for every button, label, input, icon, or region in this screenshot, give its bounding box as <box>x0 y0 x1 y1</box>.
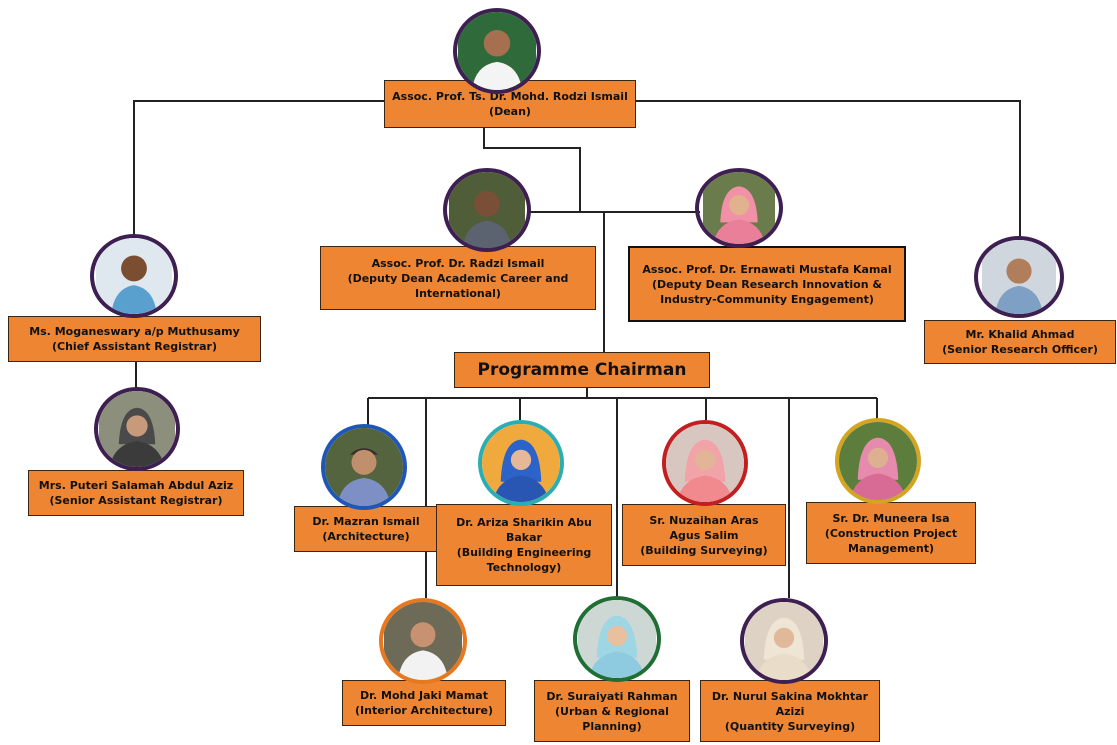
chief-registrar-photo <box>90 234 178 318</box>
chief-registrar-name: Ms. Moganeswary a/p Muthusamy <box>29 325 240 338</box>
chairman-suraiyati-text: Dr. Suraiyati Rahman (Urban & Regional P… <box>546 689 678 733</box>
research-officer-role: (Senior Research Officer) <box>942 343 1098 356</box>
deputy-research-role: (Deputy Dean Research Innovation & Indus… <box>652 277 882 306</box>
research-officer-name: Mr. Khalid Ahmad <box>965 328 1075 341</box>
programme-chairman-box: Programme Chairman <box>454 352 710 388</box>
senior-registrar-name: Mrs. Puteri Salamah Abdul Aziz <box>38 479 234 492</box>
chairman-sakina-box: Dr. Nurul Sakina Mokhtar Azizi (Quantity… <box>700 680 880 742</box>
muneera-photo <box>835 418 921 504</box>
research-officer-photo <box>974 236 1064 318</box>
chairman-ariza-text: Dr. Ariza Sharikin Abu Bakar (Building E… <box>456 516 592 574</box>
mazran-photo <box>321 424 407 510</box>
chairman-jaki-box: Dr. Mohd Jaki Mamat (Interior Architectu… <box>342 680 506 726</box>
chairman-jaki-text: Dr. Mohd Jaki Mamat (Interior Architectu… <box>355 689 493 717</box>
deputy-academic-photo <box>443 168 531 252</box>
chief-registrar-box: Ms. Moganeswary a/p Muthusamy (Chief Ass… <box>8 316 261 362</box>
chairman-muneera-text: Sr. Dr. Muneera Isa (Construction Projec… <box>824 511 958 555</box>
deputy-research-photo <box>695 168 783 248</box>
senior-registrar-box: Mrs. Puteri Salamah Abdul Aziz (Senior A… <box>28 470 244 516</box>
chairman-nuzaihan-box: Sr. Nuzaihan Aras Agus Salim (Building S… <box>622 504 786 566</box>
deputy-academic-role: (Deputy Dean Academic Career and Interna… <box>347 271 569 300</box>
deputy-research-box: Assoc. Prof. Dr. Ernawati Mustafa Kamal … <box>628 246 906 322</box>
line-dean-to-research-officer <box>636 100 1021 236</box>
sakina-photo <box>740 598 828 684</box>
programme-chairman-heading: Programme Chairman <box>477 360 687 380</box>
chairman-suraiyati-box: Dr. Suraiyati Rahman (Urban & Regional P… <box>534 680 690 742</box>
senior-registrar-role: (Senior Assistant Registrar) <box>49 494 223 507</box>
research-officer-box: Mr. Khalid Ahmad (Senior Research Office… <box>924 320 1116 364</box>
chairman-mazran-box: Dr. Mazran Ismail (Architecture) <box>294 506 438 552</box>
dean-box: Assoc. Prof. Ts. Dr. Mohd. Rodzi Ismail … <box>384 80 636 128</box>
deputy-academic-box: Assoc. Prof. Dr. Radzi Ismail (Deputy De… <box>320 246 596 310</box>
ariza-photo <box>478 420 564 506</box>
line-dean-to-deputies <box>483 128 581 212</box>
suraiyati-photo <box>573 596 661 682</box>
chairman-ariza-box: Dr. Ariza Sharikin Abu Bakar (Building E… <box>436 504 612 586</box>
dean-photo <box>453 8 541 94</box>
deputy-academic-name: Assoc. Prof. Dr. Radzi Ismail <box>371 256 545 270</box>
chairman-mazran-text: Dr. Mazran Ismail (Architecture) <box>312 515 420 543</box>
chief-registrar-role: (Chief Assistant Registrar) <box>52 340 217 353</box>
jaki-photo <box>379 598 467 684</box>
chairman-muneera-box: Sr. Dr. Muneera Isa (Construction Projec… <box>806 502 976 564</box>
deputy-research-name: Assoc. Prof. Dr. Ernawati Mustafa Kamal <box>642 262 892 276</box>
dean-role: (Dean) <box>489 105 531 118</box>
chairman-nuzaihan-text: Sr. Nuzaihan Aras Agus Salim (Building S… <box>640 513 768 557</box>
chairman-sakina-text: Dr. Nurul Sakina Mokhtar Azizi (Quantity… <box>711 689 869 733</box>
nuzaihan-photo <box>662 420 748 506</box>
senior-registrar-photo <box>94 387 180 471</box>
